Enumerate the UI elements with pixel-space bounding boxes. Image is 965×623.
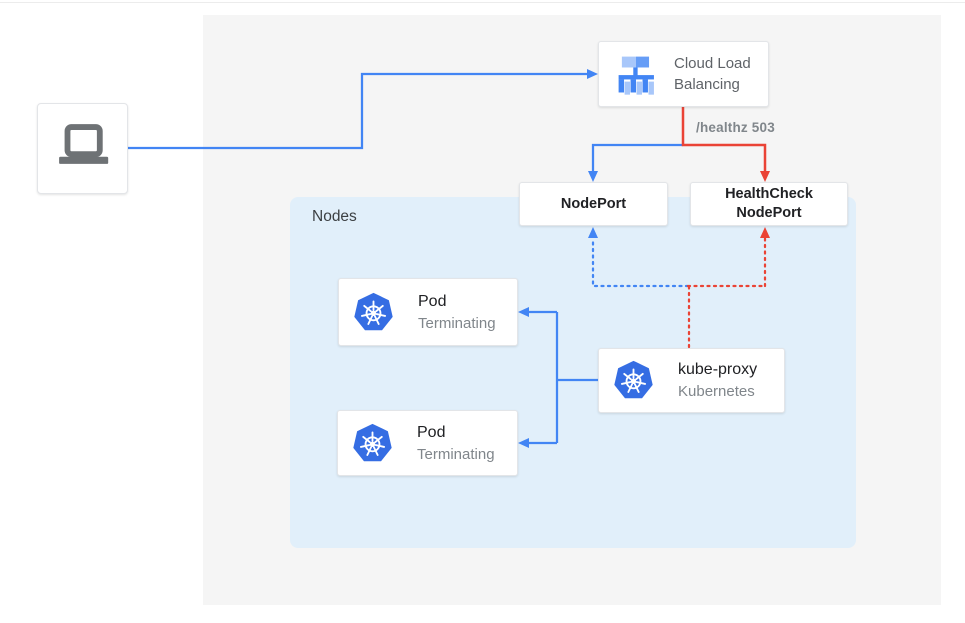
cloud-load-balancing-label: Cloud Load Balancing [674, 53, 751, 95]
healthcheck-nodeport-node: HealthCheck NodePort [690, 182, 848, 226]
nodes-label: Nodes [312, 208, 357, 225]
cloud-load-balancing-node: Cloud Load Balancing [598, 41, 769, 107]
clb-label-line1: Cloud Load [674, 55, 751, 72]
clb-label-line2: Balancing [674, 76, 740, 93]
nodeport-node: NodePort [519, 182, 668, 226]
healthcheck-label-line1: HealthCheck [725, 186, 813, 202]
kube-proxy-node: kube-proxy Kubernetes [598, 348, 785, 413]
pod-1-node: Pod Terminating [338, 278, 518, 346]
kubernetes-icon [353, 423, 392, 461]
kube-proxy-subtitle: Kubernetes [678, 383, 755, 400]
external-client-node [37, 103, 128, 194]
pod-2-title: Pod [417, 423, 446, 441]
healthz-status-label: /healthz 503 [696, 120, 775, 135]
pod-2-status: Terminating [417, 445, 495, 463]
pod-1-title: Pod [418, 292, 447, 310]
pod-2-node: Pod Terminating [337, 410, 518, 476]
kubernetes-icon [614, 360, 653, 399]
pod-1-status: Terminating [418, 314, 496, 332]
load-balancer-icon [618, 56, 654, 95]
kubernetes-icon [354, 292, 393, 330]
laptop-icon [58, 123, 108, 164]
kube-proxy-title: kube-proxy [678, 361, 758, 378]
nodeport-label: NodePort [560, 195, 627, 212]
top-divider [0, 2, 965, 3]
healthcheck-label-line2: NodePort [736, 205, 802, 221]
